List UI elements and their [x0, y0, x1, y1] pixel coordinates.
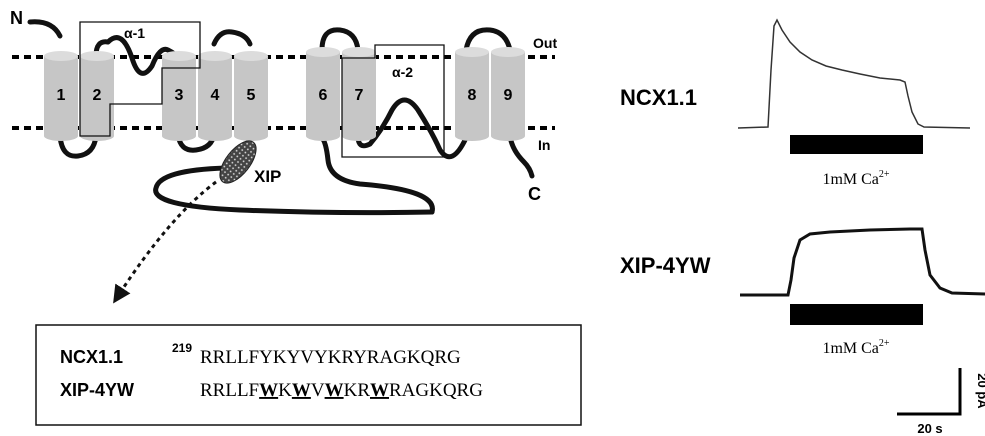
substituted-residue: W: [370, 380, 389, 401]
stimulus-bar-xip4yw: [790, 304, 923, 325]
trace-label-ncx11: NCX1.1: [620, 85, 697, 110]
out-label: Out: [533, 35, 557, 51]
trace-label-xip4yw: XIP-4YW: [620, 253, 711, 278]
residue-segment: RRLLFYKYVYKRYRAGKQRG: [200, 347, 461, 368]
seq-start-residue: 219: [172, 341, 192, 355]
helix-label-4: 4: [211, 87, 220, 104]
helix-label-9: 9: [504, 87, 513, 104]
scale-bar: 20 pA 20 s: [897, 368, 985, 436]
residue-segment: RAGKQRG: [389, 380, 483, 401]
seq-name-xip4yw: XIP-4YW: [60, 380, 134, 400]
helix-label-7: 7: [355, 87, 364, 104]
helix-label-1: 1: [57, 87, 66, 104]
in-label: In: [538, 137, 550, 153]
helix-label-6: 6: [319, 87, 328, 104]
stimulus-label-ncx11: 1mM Ca2+: [822, 169, 889, 188]
seq-name-ncx11: NCX1.1: [60, 347, 123, 367]
scale-bar-vertical-label: 20 pA: [975, 373, 985, 409]
alpha2-label: α-2: [392, 64, 413, 80]
sequence-box: NCX1.1 219 RRLLFYKYVYKRYRAGKQRG XIP-4YW …: [36, 325, 581, 425]
stimulus-bar-ncx11: [790, 135, 923, 154]
n-terminus-label: N: [10, 8, 23, 28]
trace-xip4yw: [740, 229, 985, 295]
residue-segment: KR: [344, 380, 371, 401]
current-traces: NCX1.1 1mM Ca2+ XIP-4YW 1mM Ca2+ 20 pA 2…: [620, 20, 985, 436]
scale-bar-horizontal-label: 20 s: [917, 421, 942, 436]
helix-label-3: 3: [175, 87, 184, 104]
residue-segment: RRLLF: [200, 380, 259, 401]
seq-residues-xip4yw: RRLLFWKWVWKRWRAGKQRG: [200, 380, 483, 401]
topology-diagram: N C Out In α-1 α-2 XIP 1 2 3 4 5 6 7 8 9: [10, 8, 557, 296]
substituted-residue: W: [259, 380, 278, 401]
c-terminus-label: C: [528, 184, 541, 204]
residue-segment: K: [278, 380, 292, 401]
alpha1-label: α-1: [124, 25, 145, 41]
substituted-residue: W: [325, 380, 344, 401]
stimulus-label-xip4yw: 1mM Ca2+: [822, 338, 889, 357]
xip-label: XIP: [254, 167, 281, 186]
helix-label-5: 5: [247, 87, 256, 104]
residue-segment: V: [311, 380, 325, 401]
trace-ncx11: [738, 20, 970, 128]
seq-residues-ncx11: RRLLFYKYVYKRYRAGKQRG: [200, 347, 461, 368]
substituted-residue: W: [292, 380, 311, 401]
helix-label-2: 2: [93, 87, 102, 104]
helix-label-8: 8: [468, 87, 477, 104]
